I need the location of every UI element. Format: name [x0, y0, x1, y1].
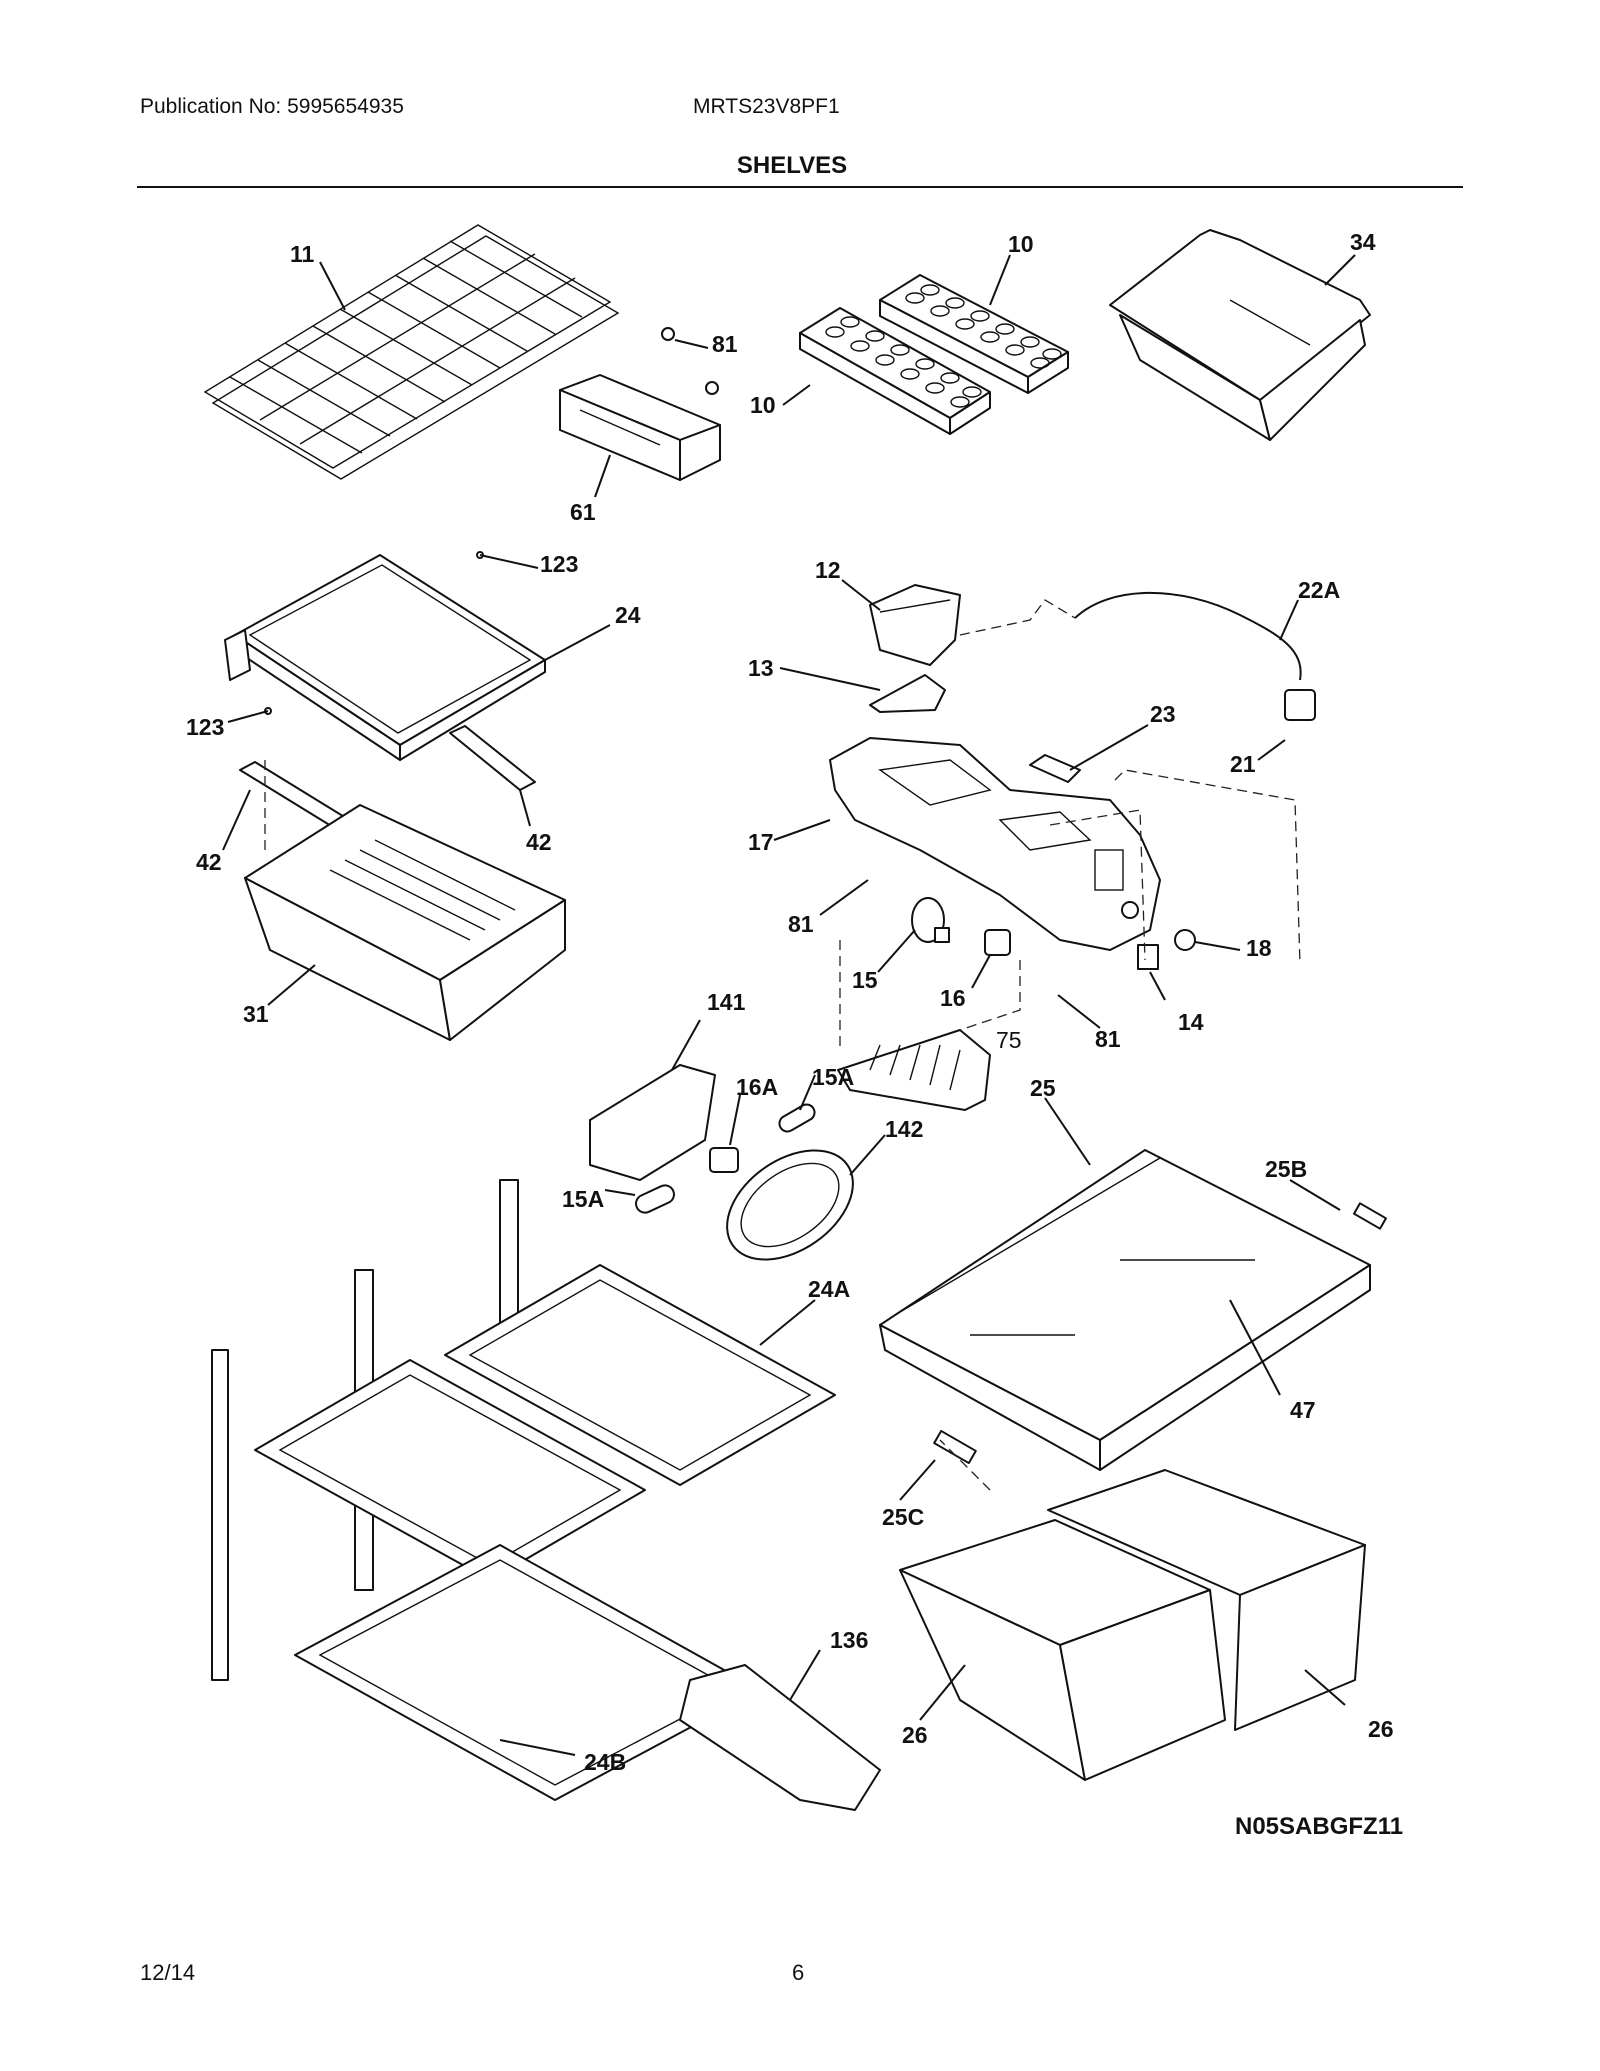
callout-61: 61: [570, 499, 596, 525]
callout-12: 12: [815, 557, 841, 583]
callout-47: 47: [1290, 1397, 1316, 1423]
socket-16: [984, 929, 1011, 956]
ice-tray-10-lower: [799, 307, 991, 435]
callout-11: 11: [290, 241, 315, 267]
shield-141: [589, 1064, 716, 1181]
bulb-15A-lower: [635, 1184, 675, 1214]
ice-chute-12: [869, 584, 961, 666]
drawer-26-right: [1047, 1469, 1366, 1731]
footer-date: 12/14: [140, 1960, 196, 1985]
plug-18: [1174, 929, 1196, 951]
drawer-31: [244, 804, 566, 1041]
duct-136: [679, 1664, 881, 1811]
callout-16A: 16A: [736, 1074, 778, 1100]
callout-34: 34: [1350, 229, 1376, 255]
wire-harness-22A: [1074, 591, 1302, 681]
callout-142: 142: [885, 1116, 923, 1142]
publication-number: Publication No: 5995654935: [140, 95, 404, 118]
callout-25B: 25B: [1265, 1156, 1307, 1182]
callout-123-b: 123: [186, 714, 224, 740]
callout-14: 14: [1178, 1009, 1204, 1035]
callout-25C: 25C: [882, 1504, 924, 1530]
callout-81-c: 81: [1095, 1026, 1121, 1052]
door-bin-34: [1109, 229, 1371, 441]
callout-24B: 24B: [584, 1749, 626, 1775]
flap-13: [869, 674, 946, 713]
socket-16A: [709, 1147, 739, 1173]
callout-21: 21: [1230, 751, 1256, 777]
callout-15: 15: [852, 967, 878, 993]
callout-25: 25: [1030, 1075, 1056, 1101]
callout-26-b: 26: [1368, 1716, 1394, 1742]
callout-81-a: 81: [712, 331, 738, 357]
shelf-24A: [254, 1264, 836, 1581]
diagram-code: N05SABGFZ11: [1235, 1813, 1403, 1840]
callout-10-a: 10: [1008, 231, 1034, 257]
callout-123-a: 123: [540, 551, 578, 577]
callout-24: 24: [615, 602, 641, 628]
switch-21: [1284, 689, 1316, 721]
callout-42-a: 42: [196, 849, 222, 875]
bracket-61: [559, 327, 721, 481]
crisper-cover-25: [879, 1149, 1371, 1471]
callout-15A-b: 15A: [562, 1186, 604, 1212]
ice-tray-10-upper: [879, 274, 1069, 394]
header-rule: [137, 186, 1463, 188]
callout-18: 18: [1246, 935, 1272, 961]
model-number: MRTS23V8PF1: [693, 95, 840, 118]
light-shield-75: [837, 1029, 991, 1111]
assembly-guide-lines: [264, 599, 1301, 1491]
module-23: [1029, 754, 1081, 783]
callout-17: 17: [748, 829, 774, 855]
page-title: SHELVES: [736, 152, 848, 179]
control-housing-17: [829, 737, 1161, 951]
callout-16: 16: [940, 985, 966, 1011]
switch-14: [1137, 944, 1159, 970]
callout-81-b: 81: [788, 911, 814, 937]
callout-26-a: 26: [902, 1722, 928, 1748]
clip-25B: [1353, 1202, 1387, 1230]
lens-142: [726, 1149, 854, 1261]
page-number: 6: [792, 1960, 805, 1985]
leader-lines: [222, 254, 1356, 1756]
callout-15A-a: 15A: [812, 1064, 854, 1090]
bulb-15: [911, 897, 950, 943]
clip-25C: [933, 1429, 977, 1465]
callout-75: 75: [996, 1027, 1022, 1053]
callout-42-b: 42: [526, 829, 552, 855]
callout-136: 136: [830, 1627, 868, 1653]
glass-shelf-24: [224, 551, 546, 761]
wire-shelf-11: [203, 224, 620, 480]
callout-24A: 24A: [808, 1276, 850, 1302]
callout-23: 23: [1150, 701, 1176, 727]
callout-141: 141: [707, 989, 746, 1015]
drawer-26-left: [899, 1519, 1226, 1781]
callout-31: 31: [243, 1001, 269, 1027]
bulb-15A-upper: [778, 1103, 816, 1133]
callout-10-b: 10: [750, 392, 776, 418]
callout-labels: 11 10 34 81 10 61 123 24 123 42 42 31 12…: [186, 229, 1403, 1840]
callout-13: 13: [748, 655, 774, 681]
callout-22A: 22A: [1298, 577, 1340, 603]
